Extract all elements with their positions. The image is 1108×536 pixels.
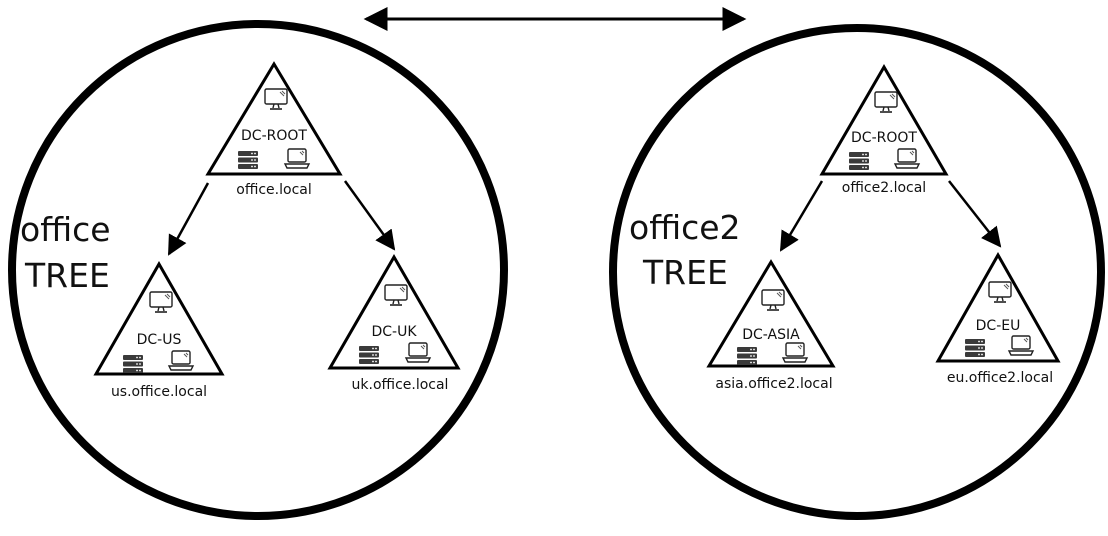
server-icon bbox=[965, 339, 985, 357]
laptop-icon bbox=[405, 342, 431, 363]
root-dc-node: DC-ROOT office.local bbox=[205, 61, 343, 198]
server-icon bbox=[737, 347, 757, 365]
child-dc-node: DC-ASIA asia.office2.local bbox=[706, 259, 836, 392]
domain-label: office2.local bbox=[842, 180, 926, 196]
tree-boundary-circle bbox=[8, 20, 508, 520]
laptop-icon bbox=[782, 342, 808, 363]
node-title: DC-UK bbox=[371, 324, 417, 340]
server-icon bbox=[359, 346, 379, 364]
laptop-icon bbox=[894, 148, 920, 169]
laptop-icon bbox=[168, 350, 194, 371]
tree-office2: office2 TREE DC-ROOT office2.local DC-AS… bbox=[609, 24, 1105, 520]
tree-boundary-circle bbox=[609, 24, 1105, 520]
tree-edge-arrow bbox=[779, 180, 824, 252]
tree-edge-arrow bbox=[167, 182, 210, 256]
node-title: DC-ROOT bbox=[851, 130, 917, 146]
tree-label-line2: TREE bbox=[24, 256, 110, 295]
domain-label: office.local bbox=[236, 182, 311, 198]
domain-label: us.office.local bbox=[111, 384, 207, 400]
domain-label: uk.office.local bbox=[352, 377, 449, 393]
node-title: DC-EU bbox=[976, 318, 1021, 334]
laptop-icon bbox=[284, 148, 310, 169]
server-icon bbox=[123, 355, 143, 373]
tree-label-line1: office bbox=[20, 210, 111, 249]
tree-label-line1: office2 bbox=[629, 208, 741, 247]
child-dc-node: DC-US us.office.local bbox=[93, 260, 225, 400]
tree-edge-arrow bbox=[343, 180, 396, 251]
tree-office: office TREE DC-ROOT office.local DC-US u… bbox=[8, 20, 508, 520]
node-title: DC-ROOT bbox=[241, 128, 307, 144]
tree-label-line2: TREE bbox=[642, 253, 728, 292]
child-dc-node: DC-EU eu.office2.local bbox=[935, 251, 1061, 386]
laptop-icon bbox=[1008, 335, 1034, 356]
child-dc-node: DC-UK uk.office.local bbox=[327, 253, 461, 393]
node-title: DC-US bbox=[137, 332, 182, 348]
domain-label: asia.office2.local bbox=[715, 376, 832, 392]
tree-edge-arrow bbox=[948, 180, 1002, 248]
server-icon bbox=[849, 152, 869, 170]
root-dc-node: DC-ROOT office2.local bbox=[819, 64, 949, 196]
server-icon bbox=[238, 151, 258, 169]
node-title: DC-ASIA bbox=[742, 327, 800, 343]
domain-label: eu.office2.local bbox=[947, 370, 1053, 386]
